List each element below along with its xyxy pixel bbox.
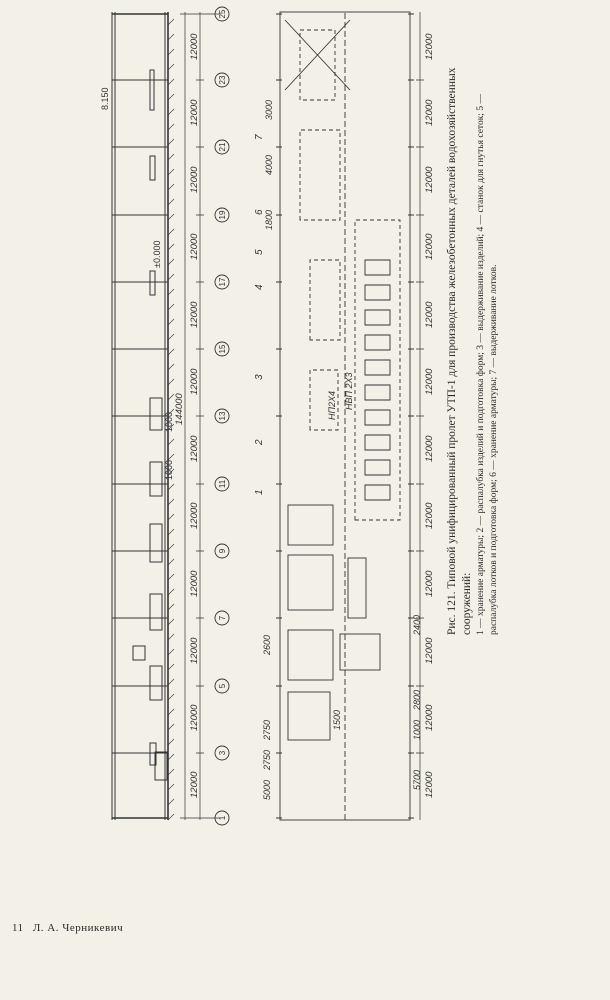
- svg-text:13: 13: [218, 411, 227, 420]
- svg-text:НП2Х4: НП2Х4: [327, 391, 337, 420]
- svg-text:12000: 12000: [189, 502, 200, 529]
- svg-text:1000: 1000: [412, 720, 422, 740]
- svg-text:12000: 12000: [189, 166, 200, 193]
- svg-text:12000: 12000: [424, 301, 435, 328]
- caption-title: Рис. 121. Типовой унифицированный пролет…: [446, 67, 473, 635]
- page-number: 11: [12, 922, 24, 934]
- svg-text:1: 1: [218, 815, 227, 820]
- svg-text:12000: 12000: [424, 637, 435, 664]
- svg-text:12000: 12000: [424, 771, 435, 798]
- svg-text:12000: 12000: [424, 704, 435, 731]
- author-name: Л. А. Черникевич: [32, 922, 124, 934]
- svg-text:12000: 12000: [189, 233, 200, 260]
- plan-labels: 5000 2750 2750 5700 1000 2800 2600 2400 1500 Н…: [262, 100, 422, 800]
- svg-text:1800: 1800: [264, 210, 274, 230]
- svg-text:23: 23: [218, 75, 227, 84]
- svg-text:12000: 12000: [189, 637, 200, 664]
- svg-text:3: 3: [254, 374, 265, 380]
- svg-text:5000: 5000: [262, 780, 272, 800]
- svg-text:12000: 12000: [189, 368, 200, 395]
- svg-text:17: 17: [218, 277, 227, 286]
- plan-callouts: 1 2 3 4 5 6 7: [254, 134, 265, 495]
- svg-text:12000: 12000: [189, 301, 200, 328]
- svg-text:НВП 2Х3: НВП 2Х3: [344, 372, 354, 410]
- svg-text:1: 1: [254, 489, 265, 495]
- svg-text:5: 5: [254, 249, 265, 255]
- svg-text:2800: 2800: [412, 690, 422, 711]
- svg-text:12000: 12000: [424, 435, 435, 462]
- svg-text:12000: 12000: [189, 704, 200, 731]
- svg-text:2750: 2750: [262, 750, 272, 771]
- svg-text:12000: 12000: [189, 435, 200, 462]
- svg-text:3000: 3000: [264, 100, 274, 120]
- svg-text:1000: 1000: [164, 412, 174, 432]
- svg-text:15: 15: [218, 344, 227, 353]
- plan-span-dims: 12000 12000 12000 12000 12000 12000 12000 120…: [424, 33, 435, 798]
- page-footer: 11 Л. А. Черникевич: [12, 922, 129, 934]
- svg-text:2400: 2400: [412, 615, 422, 636]
- svg-text:12000: 12000: [424, 233, 435, 260]
- section-labels: 8.150 ±0.000 1000 1000: [100, 87, 174, 480]
- svg-text:4: 4: [254, 284, 265, 290]
- svg-text:11: 11: [218, 479, 227, 488]
- svg-text:21: 21: [218, 142, 227, 151]
- section-view: 8.150 ±0.000 1000 1000 12000 12000 12000 1…: [100, 6, 230, 826]
- svg-text:12000: 12000: [424, 368, 435, 395]
- svg-text:12000: 12000: [424, 570, 435, 597]
- svg-text:2600: 2600: [262, 635, 272, 656]
- svg-text:2750: 2750: [262, 720, 272, 741]
- svg-text:144000: 144000: [174, 393, 185, 425]
- svg-text:12000: 12000: [424, 502, 435, 529]
- svg-text:2: 2: [254, 439, 265, 446]
- svg-text:±0.000: ±0.000: [152, 241, 162, 268]
- figure-caption: Рис. 121. Типовой унифицированный пролет…: [445, 55, 501, 635]
- section-span-dims: 12000 12000 12000 12000 12000 12000 12000 120…: [174, 33, 200, 798]
- svg-text:1000: 1000: [164, 460, 174, 480]
- svg-text:5: 5: [218, 683, 227, 688]
- svg-text:3: 3: [218, 750, 227, 755]
- svg-text:12000: 12000: [189, 33, 200, 60]
- svg-text:12000: 12000: [424, 99, 435, 126]
- svg-text:25: 25: [218, 9, 227, 18]
- svg-text:19: 19: [218, 210, 227, 219]
- rotated-figure-block: 8.150 ±0.000 1000 1000 12000 12000 12000 1…: [100, 6, 501, 826]
- svg-text:8.150: 8.150: [100, 87, 110, 110]
- plan-view: 5000 2750 2750 5700 1000 2800 2600 2400 1500 Н…: [254, 11, 435, 821]
- svg-text:9: 9: [218, 548, 227, 553]
- svg-text:12000: 12000: [424, 166, 435, 193]
- svg-text:12000: 12000: [424, 33, 435, 60]
- svg-text:7: 7: [254, 134, 265, 140]
- svg-text:6: 6: [254, 209, 265, 215]
- svg-text:4000: 4000: [264, 155, 274, 175]
- svg-text:5700: 5700: [412, 770, 422, 790]
- caption-legend: 1 — хранение арматуры; 2 — распалубка из…: [476, 94, 499, 635]
- svg-text:12000: 12000: [189, 99, 200, 126]
- svg-text:12000: 12000: [189, 771, 200, 798]
- svg-text:1500: 1500: [332, 710, 342, 730]
- svg-text:7: 7: [218, 615, 227, 620]
- svg-text:12000: 12000: [189, 570, 200, 597]
